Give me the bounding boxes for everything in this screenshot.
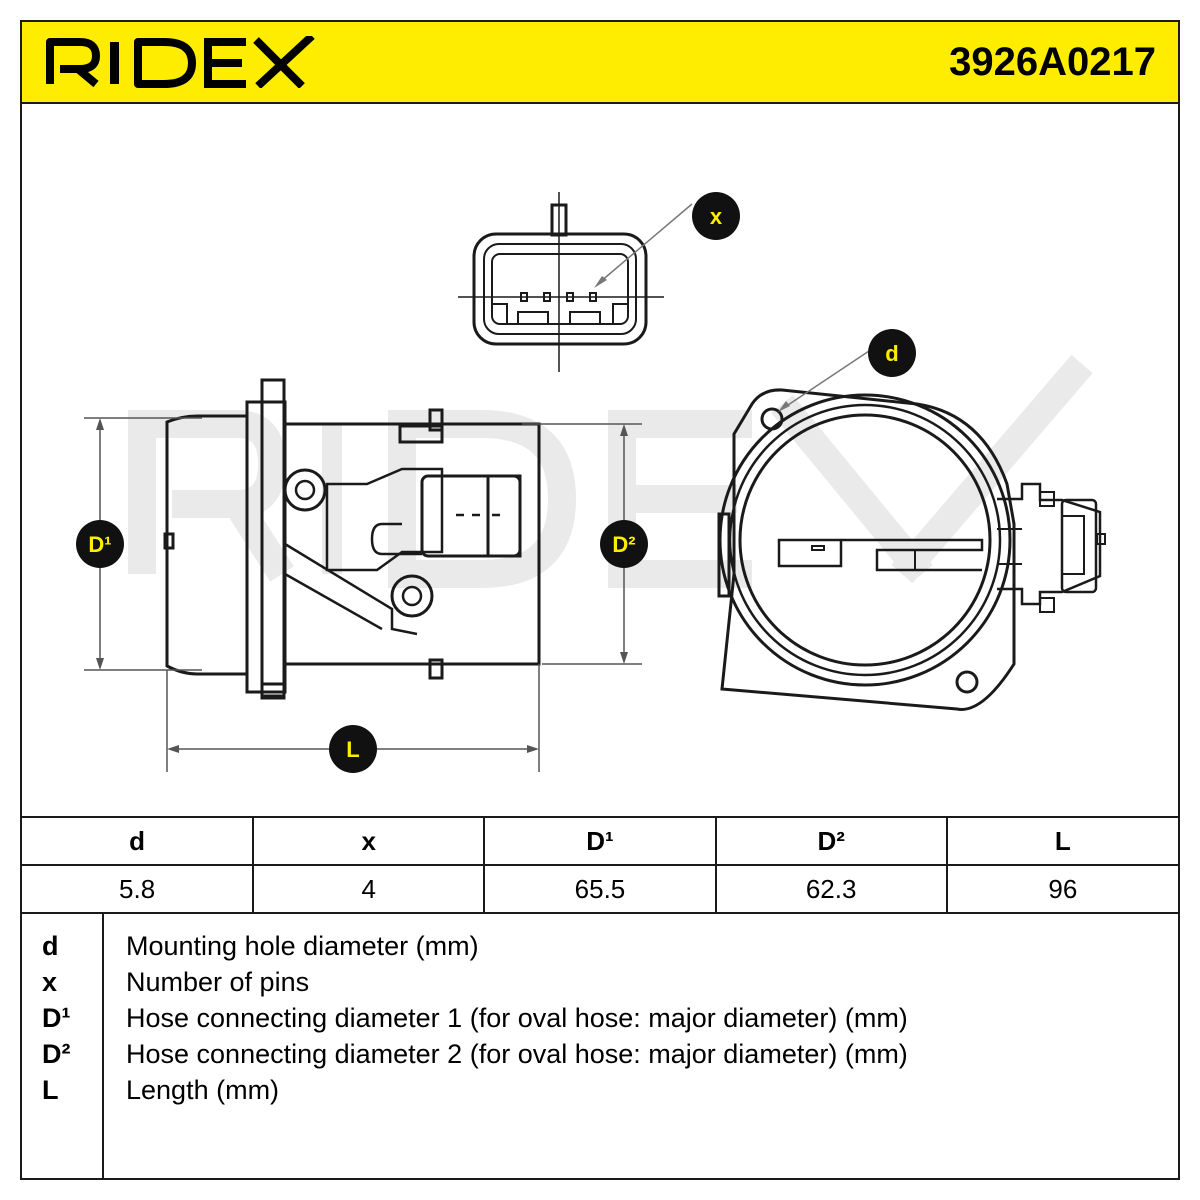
legend-key: d: [42, 931, 59, 961]
spec-header-cell: x: [252, 816, 486, 866]
spec-value-cell: 62.3: [714, 864, 948, 914]
legend-text: Hose connecting diameter 1 (for oval hos…: [126, 1003, 908, 1033]
spec-header-cell: L: [945, 816, 1178, 866]
part-number: 3926A0217: [949, 40, 1156, 84]
label-badge-x: x: [692, 192, 740, 240]
spec-header-cell: d: [22, 816, 255, 866]
legend-key: x: [42, 967, 58, 997]
badge-x-text: x: [710, 204, 723, 229]
badge-d-text: d: [885, 341, 898, 366]
spec-header-cell: D²: [714, 816, 948, 866]
legend-text: Mounting hole diameter (mm): [126, 931, 479, 961]
technical-drawing: x d D¹ D² L: [76, 192, 1106, 773]
header-bar: 3926A0217: [22, 22, 1178, 104]
spec-value-cell: 4: [252, 864, 486, 914]
spec-value-cell: 65.5: [483, 864, 717, 914]
badge-l-text: L: [346, 737, 359, 762]
badge-d2-text: D²: [612, 532, 635, 557]
datasheet-frame: 3926A0217: [20, 20, 1180, 1180]
legend-divider: [102, 912, 104, 1178]
connector-face-view: [458, 192, 693, 372]
legend-text: Number of pins: [126, 967, 310, 997]
legend-key: L: [42, 1075, 59, 1105]
label-badge-d2: D²: [600, 520, 648, 568]
legend-key: D²: [42, 1039, 71, 1069]
legend-key: D¹: [42, 1003, 71, 1033]
spec-table: d x D¹ D² L 5.8 4 65.5 62.3 96: [22, 816, 1178, 914]
legend-item: D¹ Hose connecting diameter 1 (for oval …: [22, 1000, 1178, 1036]
label-badge-l: L: [329, 725, 377, 773]
legend: d Mounting hole diameter (mm) x Number o…: [22, 912, 1178, 1178]
legend-item: D² Hose connecting diameter 2 (for oval …: [22, 1036, 1178, 1072]
legend-item: L Length (mm): [22, 1072, 1178, 1108]
legend-item: x Number of pins: [22, 964, 1178, 1000]
ridex-logo: [46, 36, 315, 88]
spec-value-cell: 96: [945, 864, 1178, 914]
spec-header-row: d x D¹ D² L: [22, 816, 1178, 866]
spec-value-row: 5.8 4 65.5 62.3 96: [22, 864, 1178, 914]
legend-item: d Mounting hole diameter (mm): [22, 928, 1178, 964]
spec-header-cell: D¹: [483, 816, 717, 866]
sensor-front-view: [717, 348, 1106, 711]
dimension-lines: [84, 417, 642, 772]
legend-text: Length (mm): [126, 1075, 280, 1105]
spec-value-cell: 5.8: [22, 864, 255, 914]
label-badge-d: d: [868, 329, 916, 377]
label-badge-d1: D¹: [76, 520, 124, 568]
badge-d1-text: D¹: [88, 532, 111, 557]
legend-text: Hose connecting diameter 2 (for oval hos…: [126, 1039, 908, 1069]
